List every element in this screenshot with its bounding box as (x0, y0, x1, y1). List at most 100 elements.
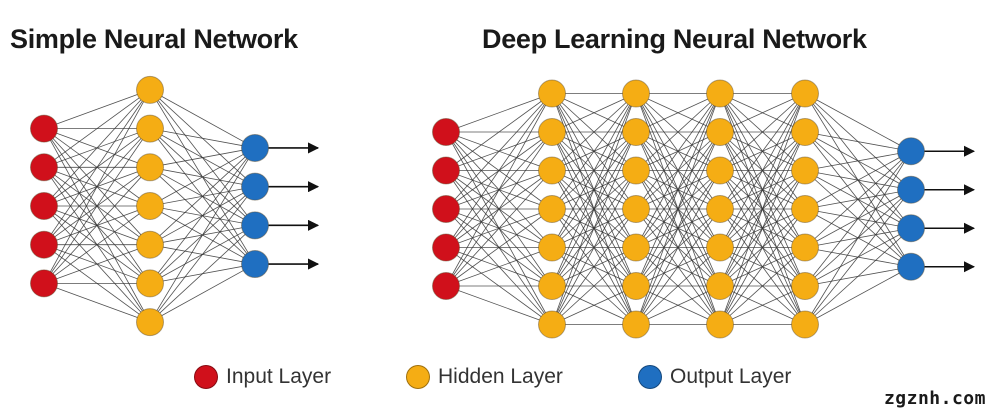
simple-input-node-l0-0 (30, 114, 58, 143)
deep-edge-l3-1-0 (719, 93, 806, 133)
simple-edge-l0-3-0 (43, 89, 151, 245)
deep-edge-l1-4-0 (551, 93, 637, 248)
simple-input-node-l0-3 (30, 230, 58, 259)
deep-hidden-node-l2-2 (622, 156, 650, 185)
simple-network-title: Simple Neural Network (10, 24, 298, 54)
simple-edge-l0-4-2 (43, 167, 151, 284)
deep-edge-l3-6-0 (719, 93, 806, 325)
simple-output-node-l2-3 (241, 250, 269, 279)
simple-hidden-node-l1-6 (136, 308, 164, 337)
deep-hidden-node-l1-6 (538, 310, 566, 339)
deep-hidden-node-l3-6 (706, 310, 734, 339)
deep-output-node-l5-2 (897, 214, 925, 243)
legend-item-output: Output Layer (638, 362, 791, 392)
deep-hidden-node-l4-1 (791, 118, 819, 146)
simple-edge-l0-1-0 (43, 89, 151, 168)
deep-output-node-l5-3 (897, 252, 925, 281)
deep-hidden-node-l1-1 (538, 118, 566, 146)
deep-edge-l3-6-1 (719, 131, 806, 325)
deep-edge-l1-2-0 (551, 93, 637, 171)
deep-edge-l0-2-0 (445, 93, 553, 210)
watermark-text: zgznh.com (883, 388, 986, 409)
deep-hidden-node-l2-4 (622, 233, 650, 262)
deep-edge-l3-6-2 (719, 170, 806, 325)
simple-edge-l1-6-1 (149, 186, 256, 323)
legend-item-hidden: Hidden Layer (406, 362, 563, 392)
simple-edge-l1-3-0 (149, 147, 256, 207)
deep-edge-l3-6-5 (719, 285, 806, 325)
simple-input-node-l0-4 (30, 269, 58, 298)
deep-input-node-l0-3 (432, 233, 460, 262)
simple-hidden-node-l1-3 (136, 192, 164, 220)
simple-edge-l0-4-6 (43, 283, 151, 323)
deep-edge-l1-6-5 (551, 285, 637, 325)
deep-edge-l0-4-0 (445, 93, 553, 287)
deep-hidden-node-l2-1 (622, 118, 650, 146)
deep-edge-l1-1-0 (551, 93, 637, 133)
deep-edge-l2-6-2 (635, 170, 721, 325)
deep-hidden-node-l3-3 (706, 195, 734, 223)
deep-edge-l2-6-5 (635, 285, 721, 325)
deep-edge-l2-2-0 (635, 93, 721, 171)
deep-input-node-l0-1 (432, 156, 460, 185)
deep-hidden-node-l3-0 (706, 79, 734, 108)
legend-label-hidden: Hidden Layer (438, 365, 563, 388)
deep-edge-l1-6-2 (551, 170, 637, 325)
deep-edge-l4-0-0 (804, 93, 912, 152)
deep-edge-l2-1-0 (635, 93, 721, 133)
simple-input-node-l0-1 (30, 153, 58, 182)
deep-edge-l4-5-0 (804, 151, 912, 287)
deep-edge-l0-3-0 (445, 93, 553, 248)
deep-edge-l2-3-0 (635, 93, 721, 210)
hidden-layer-swatch (406, 365, 430, 389)
deep-edge-l4-6-0 (804, 151, 912, 325)
simple-edge-l1-5-0 (149, 147, 256, 284)
simple-hidden-node-l1-4 (136, 230, 164, 259)
deep-edge-l0-4-4 (445, 247, 553, 287)
deep-edge-l1-6-3 (551, 208, 637, 325)
deep-hidden-node-l4-5 (791, 272, 819, 300)
simple-output-node-l2-0 (241, 133, 269, 162)
deep-edge-l1-6-4 (551, 247, 637, 325)
output-layer-swatch (638, 365, 662, 389)
deep-edge-l2-6-4 (635, 247, 721, 325)
deep-hidden-node-l3-1 (706, 118, 734, 146)
legend-label-output: Output Layer (670, 365, 792, 388)
simple-output-node-l2-1 (241, 172, 269, 201)
deep-hidden-node-l1-5 (538, 272, 566, 300)
simple-hidden-node-l1-1 (136, 114, 164, 143)
deep-hidden-node-l4-2 (791, 156, 819, 185)
simple-edge-l1-4-0 (149, 147, 256, 245)
input-layer-swatch (194, 365, 218, 389)
deep-input-node-l0-2 (432, 195, 460, 223)
simple-output-node-l2-2 (241, 211, 269, 240)
deep-edge-l4-6-2 (804, 227, 912, 325)
deep-hidden-node-l2-5 (622, 272, 650, 300)
deep-edge-l2-5-0 (635, 93, 721, 287)
deep-hidden-node-l1-3 (538, 195, 566, 223)
deep-edge-l4-4-0 (804, 150, 912, 248)
legend-item-input: Input Layer (194, 362, 331, 392)
simple-edge-l1-0-0 (149, 89, 256, 149)
simple-edge-l0-4-4 (43, 244, 151, 284)
deep-edge-l4-2-0 (804, 150, 912, 171)
deep-edge-l4-3-0 (804, 150, 912, 210)
deep-edge-l0-4-3 (445, 208, 553, 287)
deep-edge-l0-1-0 (445, 93, 553, 171)
deep-edge-l4-6-3 (804, 266, 912, 325)
deep-edge-l1-5-0 (551, 93, 637, 287)
simple-edge-l1-6-0 (149, 147, 256, 323)
deep-edge-l1-6-0 (551, 93, 637, 325)
simple-hidden-node-l1-2 (136, 153, 164, 182)
deep-edge-l3-6-4 (719, 247, 806, 325)
deep-edge-l3-3-0 (719, 93, 806, 210)
deep-hidden-node-l2-6 (622, 310, 650, 339)
deep-edge-l3-4-0 (719, 93, 806, 248)
deep-edge-l3-6-3 (719, 208, 806, 325)
deep-hidden-node-l3-4 (706, 233, 734, 262)
legend-label-input: Input Layer (226, 365, 332, 388)
simple-hidden-node-l1-0 (136, 75, 164, 104)
deep-hidden-node-l1-4 (538, 233, 566, 262)
deep-hidden-node-l4-6 (791, 310, 819, 339)
simple-input-node-l0-2 (30, 192, 58, 220)
